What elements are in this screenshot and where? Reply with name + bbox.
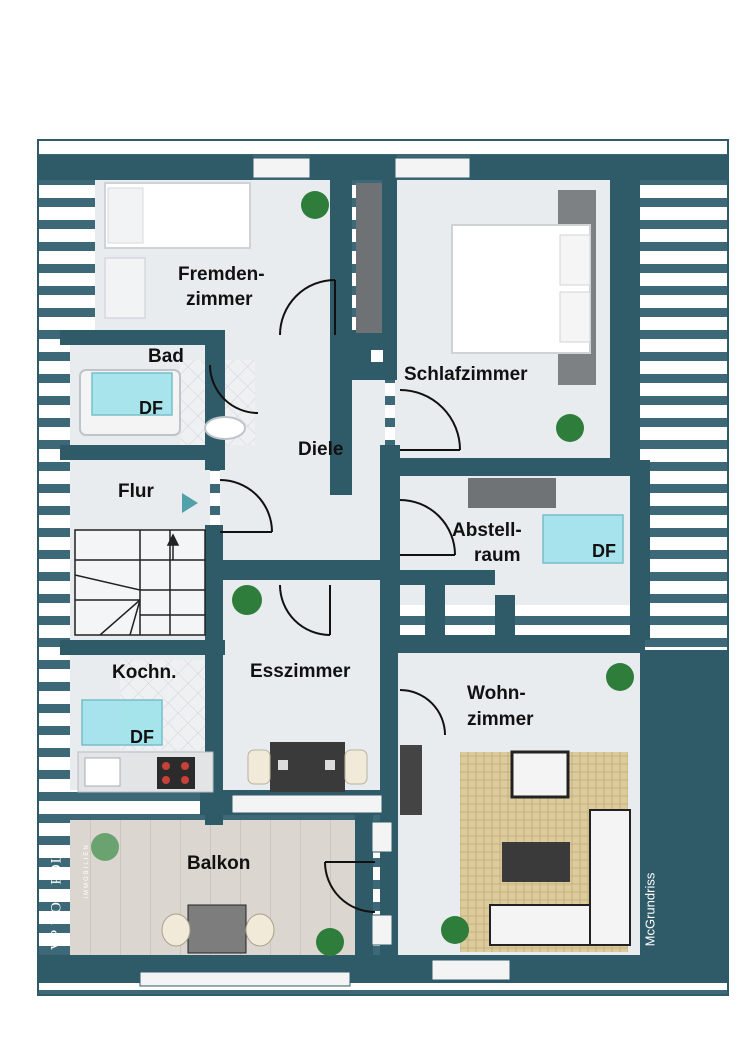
label-diele: Diele — [298, 439, 344, 460]
doors — [209, 279, 461, 913]
label-balkon: Balkon — [187, 853, 251, 874]
label-fremdenzimmer-2: zimmer — [186, 289, 253, 310]
guest-nightstand — [104, 257, 146, 319]
staircase — [74, 529, 206, 636]
plants — [91, 191, 634, 956]
label-bad: Bad — [148, 346, 184, 367]
storage-shelf — [468, 478, 556, 508]
flur-arrow — [182, 493, 198, 513]
label-kochnische: Kochn. — [112, 662, 177, 683]
guest-bed — [104, 182, 251, 249]
label-abstellraum-2: raum — [474, 545, 521, 566]
brand-logo-text: VP VON POLL — [48, 843, 65, 950]
walls — [38, 155, 728, 983]
double-bed — [451, 190, 596, 385]
armchair — [510, 750, 570, 799]
toilet — [204, 416, 246, 440]
label-wohnzimmer-1: Wohn- — [467, 683, 526, 704]
windows — [139, 157, 511, 987]
plan-credit: McGrundriss — [642, 872, 658, 947]
label-esszimmer: Esszimmer — [250, 661, 351, 682]
sofa — [489, 809, 631, 946]
dining-table — [247, 742, 368, 792]
label-flur: Flur — [118, 481, 154, 502]
kitchen-sink — [84, 757, 121, 787]
label-kochnische-df: DF — [130, 727, 154, 747]
shaft-marker — [371, 350, 383, 362]
brand-logo-subtitle: IMMOBILIEN — [84, 843, 90, 899]
brand-logo: VP VON POLL — [40, 828, 70, 976]
cooktop — [157, 757, 195, 789]
label-schlafzimmer: Schlafzimmer — [404, 364, 528, 385]
tv-unit — [400, 745, 422, 815]
coffee-table — [502, 842, 570, 882]
balcony-table — [161, 904, 275, 954]
label-wohnzimmer-2: zimmer — [467, 709, 534, 730]
label-bad-df: DF — [139, 398, 163, 418]
skylights — [81, 372, 624, 746]
label-fremdenzimmer-1: Fremden- — [178, 264, 265, 285]
label-abstellraum-1: Abstell- — [452, 520, 522, 541]
wardrobe — [356, 183, 382, 333]
label-abstellraum-df: DF — [592, 541, 616, 561]
